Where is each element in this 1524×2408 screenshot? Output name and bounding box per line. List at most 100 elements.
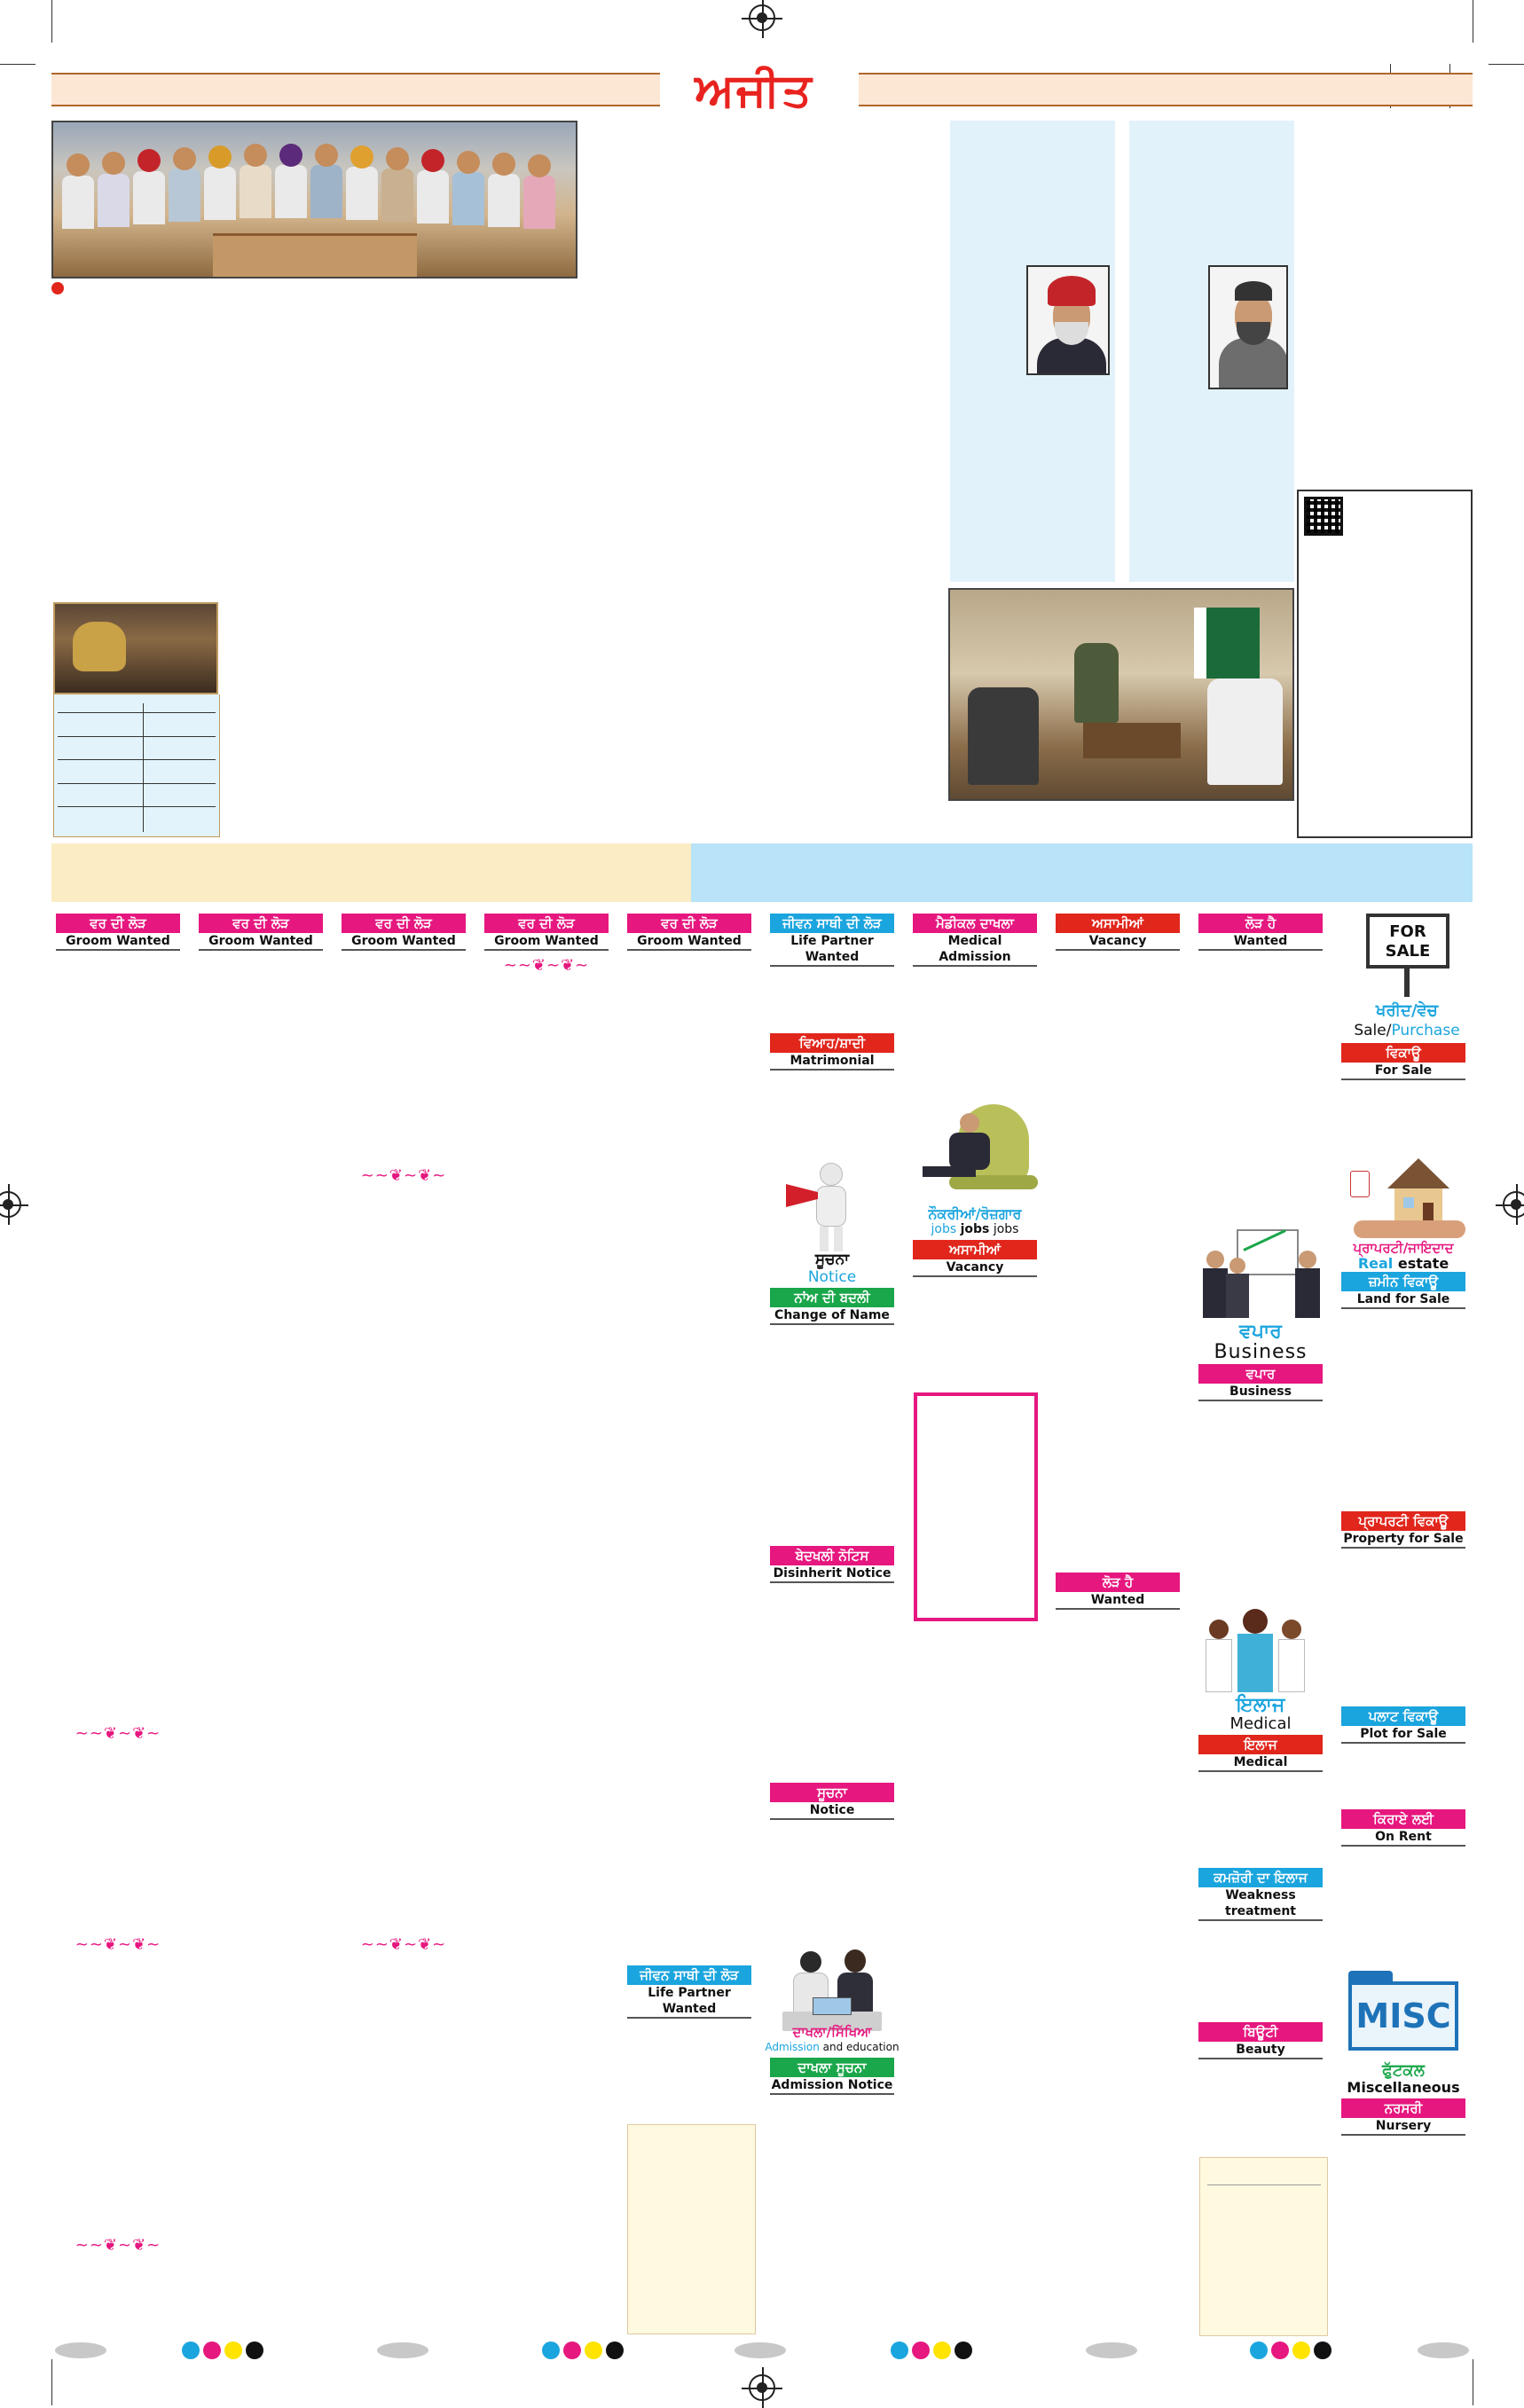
- property-label-b: estate: [1397, 1255, 1449, 1272]
- education-label-b: and education: [822, 2041, 899, 2053]
- registration-mark-left: [0, 1184, 28, 1225]
- classified-header-wanted[interactable]: ਲੋੜ ਹੈ Wanted: [1056, 1573, 1180, 1610]
- classified-header-property-for-sale[interactable]: ਪ੍ਰਾਪਰਟੀ ਵਿਕਾਊ Property for Sale: [1341, 1511, 1465, 1549]
- classified-header-admission-notice[interactable]: ਦਾਖਲਾ ਸੂਚਨਾ Admission Notice: [770, 2058, 894, 2095]
- group-photo: [51, 121, 577, 278]
- classified-header-nursery[interactable]: ਨਰਸਰੀ Nursery: [1341, 2098, 1465, 2136]
- classified-header-groom-wanted[interactable]: ਵਰ ਦੀ ਲੋੜ Groom Wanted: [199, 914, 323, 951]
- decorative-flourish: ~❦~❦~: [56, 1725, 180, 1743]
- ad-box: [914, 1392, 1038, 1621]
- cmyk-black: [954, 2341, 972, 2359]
- header-band-left: [51, 73, 660, 106]
- sale-purchase-label-eng: Sale/Purchase: [1341, 1022, 1473, 1039]
- classified-header-medical-admission[interactable]: ਮੈਡੀਕਲ ਦਾਖਲਾ Medical Admission: [913, 914, 1037, 967]
- house-in-hand-icon: [1341, 1153, 1465, 1242]
- business-icon-label-pun: ਵਪਾਰ: [1239, 1321, 1282, 1343]
- jobs-icon-label-pun: ਨੌਕਰੀਆਂ/ਰੋਜ਼ਗਾਰ: [913, 1206, 1037, 1222]
- jobs-label-a: jobs: [931, 1222, 957, 1236]
- misc-logo-text: MISC: [1348, 1981, 1458, 2051]
- classified-header-eng: Vacancy: [913, 1259, 1037, 1277]
- classified-header-eng: Business: [1198, 1384, 1323, 1401]
- classified-header-eng: Vacancy: [1056, 933, 1180, 951]
- decorative-flourish: ~❦~❦~: [56, 2237, 180, 2255]
- classified-header-vacancy[interactable]: ਅਸਾਮੀਆਂ Vacancy: [1056, 914, 1180, 951]
- ad-box: [1199, 2157, 1328, 2336]
- banner-right: [691, 843, 1473, 902]
- education-icon-label-pun: ਦਾਖਲਾ/ਸਿੱਖਿਆ: [792, 2024, 872, 2040]
- cmyk-black: [246, 2341, 263, 2359]
- jobs-label-b: jobs: [960, 1222, 990, 1236]
- classified-header-notice[interactable]: ਸੂਚਨਾ Notice: [770, 1783, 894, 1820]
- decorative-flourish: ~❦~❦~: [342, 1167, 466, 1185]
- classified-header-life-partner-wanted[interactable]: ਜੀਵਨ ਸਾਥੀ ਦੀ ਲੋੜ Life Partner Wanted: [770, 914, 894, 967]
- classified-header-disinherit-notice[interactable]: ਬੇਦਖਲੀ ਨੋਟਿਸ Disinherit Notice: [770, 1546, 894, 1583]
- business-icon-label-eng: Business: [1214, 1341, 1308, 1363]
- classified-header-groom-wanted[interactable]: ਵਰ ਦੀ ਲੋੜ Groom Wanted: [56, 914, 180, 951]
- cmyk-magenta: [1271, 2341, 1289, 2359]
- classified-header-groom-wanted[interactable]: ਵਰ ਦੀ ਲੋੜ Groom Wanted: [627, 914, 751, 951]
- classified-header-on-rent[interactable]: ਕਿਰਾਏ ਲਈ On Rent: [1341, 1809, 1465, 1847]
- portrait-photo: [1026, 265, 1110, 375]
- misc-icon-label-pun: ਫੁੱਟਕਲ: [1382, 2061, 1425, 2080]
- classified-header-eng: Medical: [1198, 1754, 1323, 1772]
- print-mark: [735, 2342, 786, 2358]
- classified-header-plot-for-sale[interactable]: ਪਲਾਟ ਵਿਕਾਊ Plot for Sale: [1341, 1706, 1465, 1744]
- education-students-icon: [774, 1942, 891, 2040]
- cmyk-cyan: [891, 2341, 908, 2359]
- classified-header-matrimonial[interactable]: ਵਿਆਹ/ਸ਼ਾਦੀ Matrimonial: [770, 1033, 894, 1071]
- classified-header-groom-wanted[interactable]: ਵਰ ਦੀ ਲੋੜ Groom Wanted: [484, 914, 609, 951]
- for-sale-sign-text: FOR SALE: [1366, 914, 1449, 969]
- qr-code-icon: [1304, 497, 1343, 536]
- banner-left: [51, 843, 691, 902]
- cmyk-black: [1314, 2341, 1332, 2359]
- cmyk-yellow: [224, 2341, 242, 2359]
- medical-icon-label-pun: ਇਲਾਜ: [1236, 1694, 1285, 1716]
- medical-icon-label-eng: Medical: [1229, 1714, 1292, 1733]
- classified-header-pun: ਲੋੜ ਹੈ: [1056, 1573, 1180, 1592]
- classified-header-pun: ਵਰ ਦੀ ਲੋੜ: [56, 914, 180, 933]
- print-mark: [377, 2342, 428, 2358]
- classified-header-pun: ਨਰਸਰੀ: [1341, 2098, 1465, 2118]
- classified-header-eng: Disinherit Notice: [770, 1565, 894, 1583]
- classified-header-business[interactable]: ਵਪਾਰ Business: [1198, 1364, 1323, 1401]
- cmyk-cyan: [182, 2341, 200, 2359]
- classified-header-pun: ਵਪਾਰ: [1198, 1364, 1323, 1384]
- classified-header-pun: ਵਿਆਹ/ਸ਼ਾਦੀ: [770, 1033, 894, 1053]
- classified-header-pun: ਲੋੜ ਹੈ: [1198, 914, 1323, 933]
- classified-header-vacancy[interactable]: ਅਸਾਮੀਆਂ Vacancy: [913, 1240, 1037, 1277]
- classified-header-eng: Admission Notice: [770, 2077, 894, 2095]
- classified-header-pun: ਵਰ ਦੀ ਲੋੜ: [627, 914, 751, 933]
- classified-header-eng: Life Partner Wanted: [627, 1985, 751, 2019]
- sale-purchase-label-a: Sale/: [1354, 1022, 1392, 1039]
- misc-folder-icon: MISC: [1343, 1971, 1464, 2058]
- classified-header-eng: Life Partner Wanted: [770, 933, 894, 967]
- crop-mark: [51, 2359, 52, 2405]
- classified-header-groom-wanted[interactable]: ਵਰ ਦੀ ਲੋੜ Groom Wanted: [342, 914, 466, 951]
- classified-header-eng: Plot for Sale: [1341, 1726, 1465, 1744]
- classified-header-eng: Groom Wanted: [484, 933, 609, 951]
- classified-header-land-for-sale[interactable]: ਜ਼ਮੀਨ ਵਿਕਾਊ Land for Sale: [1341, 1272, 1465, 1309]
- classified-header-medical[interactable]: ਇਲਾਜ Medical: [1198, 1735, 1323, 1772]
- classified-header-eng: Property for Sale: [1341, 1531, 1465, 1549]
- registration-mark-right: [1496, 1184, 1524, 1225]
- classified-header-eng: For Sale: [1341, 1063, 1465, 1080]
- property-label-a: Real: [1357, 1255, 1394, 1272]
- classified-header-weakness-treatment[interactable]: ਕਮਜ਼ੋਰੀ ਦਾ ਇਲਾਜ Weakness treatment: [1198, 1868, 1323, 1921]
- classified-header-pun: ਅਸਾਮੀਆਂ: [1056, 914, 1180, 933]
- classified-header-wanted[interactable]: ਲੋੜ ਹੈ Wanted: [1198, 914, 1323, 951]
- ad-box: [627, 2124, 756, 2334]
- crop-mark: [51, 0, 52, 43]
- registration-mark-top: [742, 0, 782, 38]
- classified-header-pun: ਇਲਾਜ: [1198, 1735, 1323, 1754]
- classified-header-eng: Groom Wanted: [627, 933, 751, 951]
- classified-header-eng: Groom Wanted: [199, 933, 323, 951]
- classified-header-pun: ਮੈਡੀਕਲ ਦਾਖਲਾ: [913, 914, 1037, 933]
- classified-header-for-sale[interactable]: ਵਿਕਾਊ For Sale: [1341, 1043, 1465, 1080]
- classified-header-pun: ਅਸਾਮੀਆਂ: [913, 1240, 1037, 1259]
- classified-header-beauty[interactable]: ਬਿਊਟੀ Beauty: [1198, 2022, 1323, 2059]
- classified-header-change-of-name[interactable]: ਨਾਂਅ ਦੀ ਬਦਲੀ Change of Name: [770, 1288, 894, 1325]
- classified-header-life-partner-wanted[interactable]: ਜੀਵਨ ਸਾਥੀ ਦੀ ਲੋੜ Life Partner Wanted: [627, 1965, 751, 2019]
- header-band-right: [859, 73, 1473, 106]
- cmyk-magenta: [912, 2341, 930, 2359]
- doctors-icon: [1202, 1607, 1321, 1696]
